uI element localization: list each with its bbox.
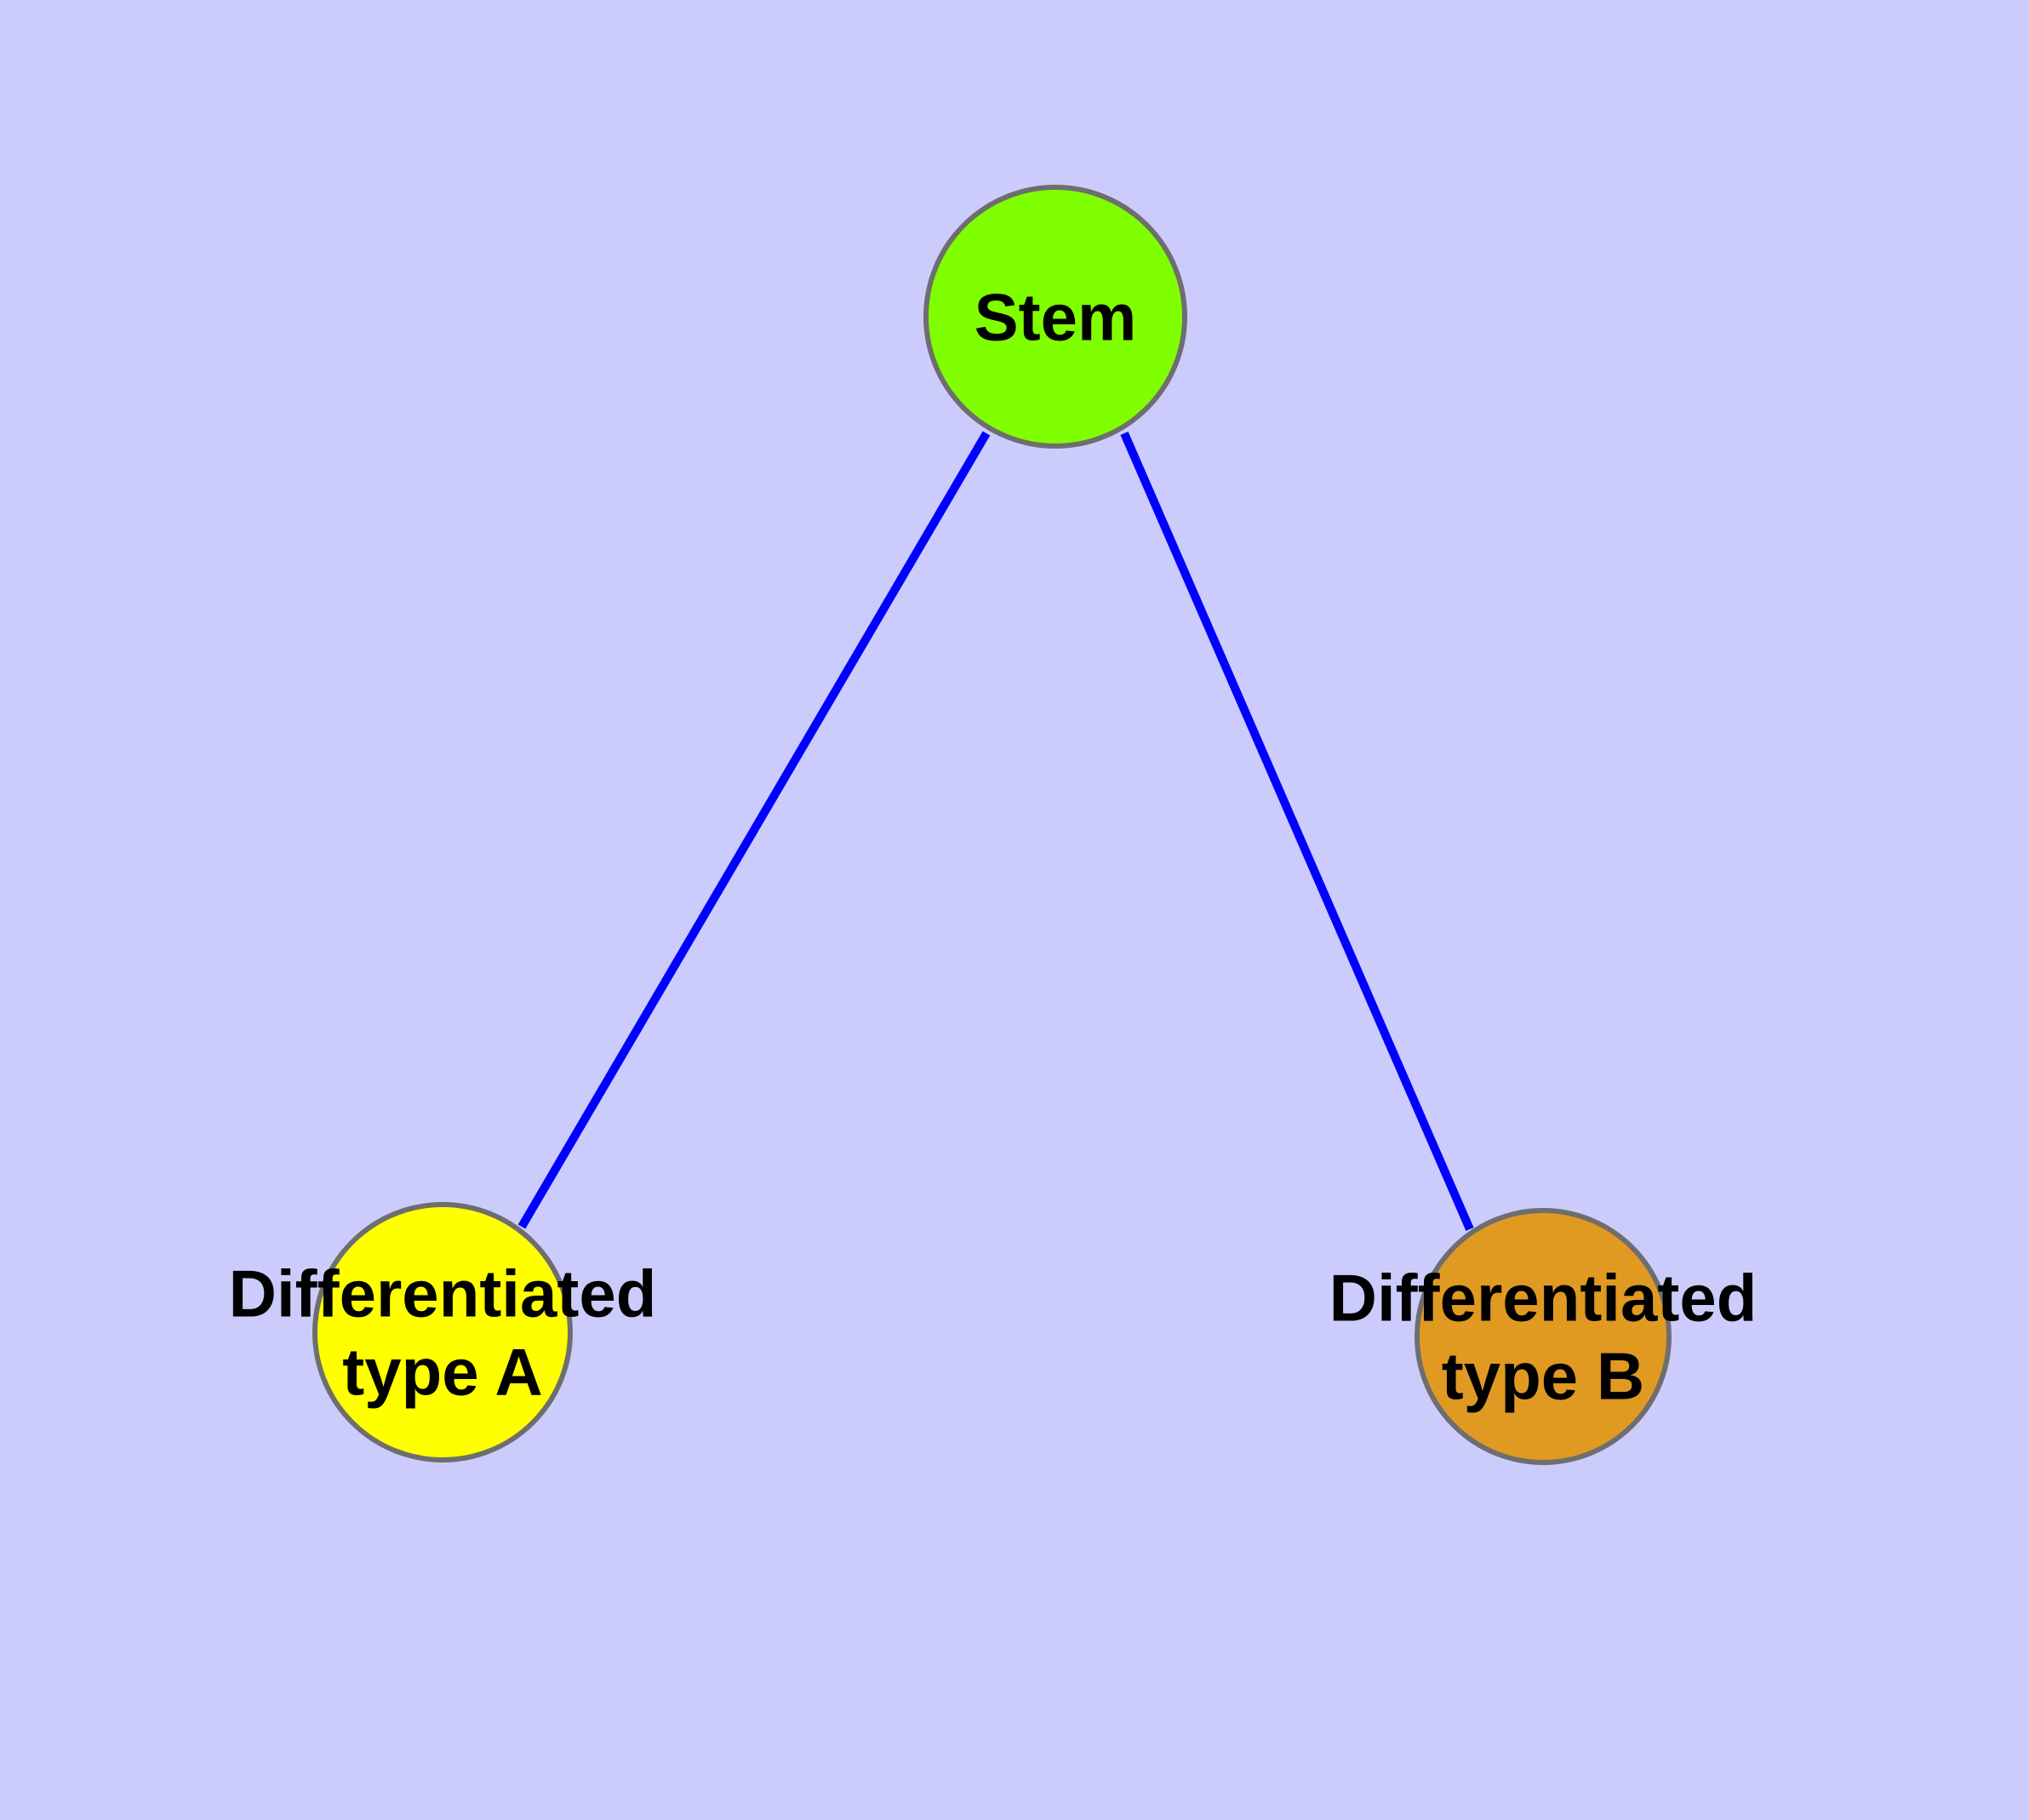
node-stem[interactable] — [923, 185, 1187, 449]
node-differentiated-type-a[interactable] — [312, 1202, 573, 1462]
edge-layer — [517, 431, 1474, 1231]
node-differentiated-type-b[interactable] — [1415, 1208, 1672, 1465]
edge-stem-to-differentiated-type-a[interactable] — [517, 431, 991, 1229]
edge-stem-to-differentiated-type-b[interactable] — [1120, 432, 1474, 1231]
node-label-stem: Stem — [974, 279, 1137, 354]
node-layer — [312, 185, 1672, 1465]
